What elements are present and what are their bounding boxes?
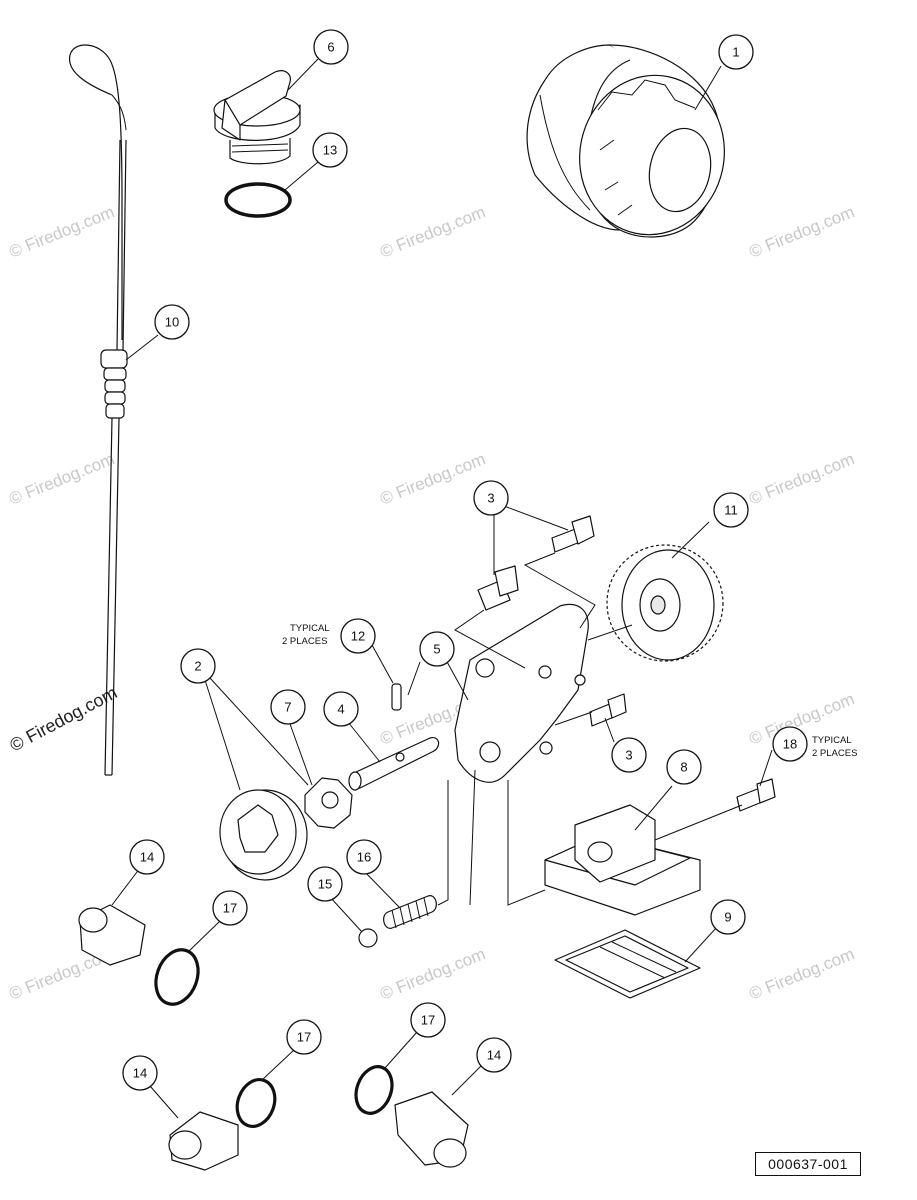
- alignment-lines: [407, 552, 743, 906]
- dipstick-part: [68, 44, 128, 776]
- drawing-number: 000637-001: [755, 1152, 861, 1176]
- svg-text:18: 18: [783, 737, 797, 752]
- svg-text:3: 3: [625, 748, 632, 763]
- bolt-part: [477, 565, 519, 611]
- svg-text:6: 6: [327, 40, 334, 55]
- oil-strainer-housing-part: [544, 804, 701, 916]
- check-ball-part: [358, 928, 378, 948]
- callout-17: 17: [212, 890, 248, 926]
- callout-4: 4: [323, 691, 359, 727]
- svg-text:13: 13: [323, 143, 337, 158]
- watermark: © Firedog.com: [377, 202, 488, 261]
- svg-text:17: 17: [223, 901, 237, 916]
- bolt-part: [589, 693, 627, 727]
- drain-plug-part: [394, 1091, 469, 1168]
- callout-9: 9: [710, 899, 746, 935]
- callout-13: 13: [312, 132, 348, 168]
- svg-text:9: 9: [724, 910, 731, 925]
- typical-note-line1: TYPICAL: [812, 735, 852, 746]
- leader-lines: [111, 58, 773, 1119]
- callout-5: 5: [419, 631, 455, 667]
- watermark: © Firedog.com: [746, 944, 857, 1003]
- callout-16: 16: [346, 839, 382, 875]
- svg-text:3: 3: [487, 491, 494, 506]
- svg-text:15: 15: [318, 877, 332, 892]
- callout-7: 7: [270, 689, 306, 725]
- watermark: © Firedog.com: [746, 202, 857, 261]
- svg-text:14: 14: [487, 1048, 501, 1063]
- watermark: © Firedog.com: [377, 944, 488, 1003]
- oil-filler-cap-part: [213, 70, 301, 165]
- o-ring-part: [354, 1065, 394, 1115]
- callout-14: 14: [476, 1037, 512, 1073]
- callout-17: 17: [410, 1002, 446, 1038]
- svg-text:4: 4: [337, 702, 344, 717]
- watermark: © Firedog.com: [6, 202, 117, 261]
- callout-12: 12: [340, 618, 376, 654]
- callout-18: 18: [772, 726, 808, 762]
- mounting-hole: [574, 674, 586, 686]
- svg-text:17: 17: [421, 1013, 435, 1028]
- svg-text:7: 7: [284, 700, 291, 715]
- typical-note-line2: 2 PLACES: [812, 748, 857, 759]
- o-ring-part: [154, 948, 200, 1006]
- svg-text:16: 16: [357, 850, 371, 865]
- callout-10: 10: [154, 304, 190, 340]
- watermark-layer: © Firedog.com © Firedog.com © Firedog.co…: [6, 202, 857, 1003]
- relief-spring-part: [383, 895, 437, 929]
- callout-11: 11: [713, 492, 749, 528]
- svg-text:17: 17: [297, 1030, 311, 1045]
- svg-text:10: 10: [165, 315, 179, 330]
- callout-17: 17: [286, 1019, 322, 1055]
- oil-screen-part: [554, 929, 701, 999]
- pump-shaft-part: [348, 736, 440, 791]
- mounting-hole: [538, 665, 552, 679]
- svg-text:5: 5: [433, 642, 440, 657]
- oil-filter-part: [526, 44, 725, 238]
- o-ring-part: [224, 182, 292, 218]
- outer-rotor-part: [219, 789, 308, 881]
- callout-8: 8: [666, 749, 702, 785]
- svg-text:12: 12: [351, 629, 365, 644]
- svg-text:8: 8: [680, 760, 687, 775]
- callout-15: 15: [307, 866, 343, 902]
- svg-text:14: 14: [140, 850, 154, 865]
- mounting-hole: [475, 658, 495, 678]
- watermark-dark: © Firedog.com: [6, 682, 120, 755]
- callout-2: 2: [180, 648, 216, 684]
- oil-pump-cover-part: [454, 603, 589, 783]
- mounting-hole: [479, 741, 501, 763]
- svg-text:2: 2: [194, 659, 201, 674]
- callout-1: 1: [718, 34, 754, 70]
- svg-text:14: 14: [133, 1066, 147, 1081]
- watermark: © Firedog.com: [6, 449, 117, 508]
- typical-note-line2: 2 PLACES: [282, 636, 327, 647]
- callout-14: 14: [122, 1055, 158, 1091]
- callout-14: 14: [129, 839, 165, 875]
- callout-3: 3: [473, 480, 509, 516]
- watermark: © Firedog.com: [746, 449, 857, 508]
- mounting-hole: [539, 741, 553, 755]
- drive-gear-part: [606, 544, 724, 662]
- callout-3: 3: [611, 737, 647, 773]
- drain-plug-part: [168, 1111, 239, 1171]
- pin-part: [391, 683, 402, 711]
- bolt-part: [551, 515, 595, 553]
- callout-6: 6: [313, 29, 349, 65]
- o-ring-part: [235, 1078, 277, 1128]
- svg-text:11: 11: [724, 503, 738, 518]
- typical-note-line1: TYPICAL: [290, 623, 330, 634]
- drain-plug-part: [78, 904, 146, 966]
- bolt-part: [736, 778, 776, 812]
- watermark: © Firedog.com: [377, 449, 488, 508]
- svg-text:1: 1: [732, 45, 739, 60]
